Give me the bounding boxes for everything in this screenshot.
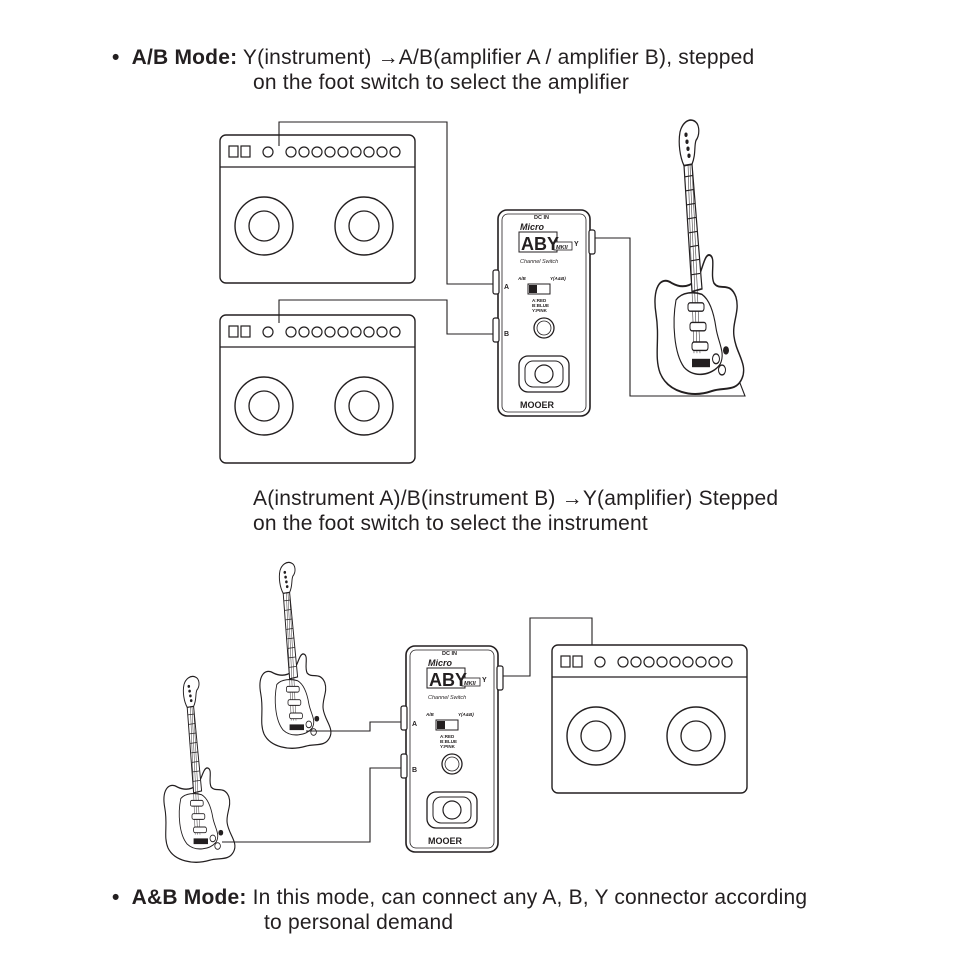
switch-right-label: Y(A&B) — [458, 712, 474, 717]
cable-amp-y — [496, 617, 593, 677]
guitar-2 — [259, 561, 332, 749]
aby-logo: ABY — [521, 234, 559, 254]
amplifier-y — [551, 644, 748, 794]
cable-a — [278, 121, 494, 285]
dc-in-label: DC IN — [442, 651, 457, 657]
brand-label: MOOER — [520, 400, 555, 410]
brand-label: MOOER — [428, 836, 463, 846]
port-a-label: A — [412, 721, 417, 728]
amplifier-a — [219, 134, 416, 284]
mk-label: MKII — [556, 245, 568, 251]
port-y-label: Y — [574, 241, 579, 248]
aby-pedal-1: DC IN Micro ABY MKII Y Channel Switch A/… — [492, 209, 596, 417]
switch-left-label: A/B — [425, 712, 435, 717]
switch-left-label: A/B — [517, 276, 527, 281]
aandb-mode-line1: • A&B Mode: In this mode, can connect an… — [112, 886, 807, 910]
port-y-label: Y — [482, 677, 487, 684]
cable-guitar-a — [306, 721, 404, 732]
subtitle-label: Channel Switch — [428, 695, 466, 701]
micro-label: Micro — [520, 222, 545, 232]
aandb-mode-text2: to personal demand — [264, 911, 454, 934]
switch-right-label: Y(A&B) — [550, 276, 566, 281]
subtitle-label: Channel Switch — [520, 259, 558, 265]
aandb-mode-title: A&B Mode: — [131, 886, 247, 909]
guitar-1 — [653, 119, 745, 395]
dc-in-label: DC IN — [534, 215, 549, 221]
led-a-label: A:RED — [440, 734, 455, 739]
ab-mode-title: A/B Mode: — [131, 46, 238, 69]
ab-mode-text1: Y(instrument) →A/B(amplifier A / amplifi… — [242, 46, 755, 69]
ab-reverse-text2: on the foot switch to select the instrum… — [253, 512, 648, 535]
guitar-3 — [163, 675, 236, 863]
cable-guitar-b — [222, 767, 404, 843]
ab-reverse-text1: A(instrument A)/B(instrument B) →Y(ampli… — [253, 487, 779, 510]
aby-logo: ABY — [429, 670, 467, 690]
bullet: • — [112, 886, 120, 909]
led-b-label: B:BLUE — [440, 739, 457, 744]
led-a-label: A:RED — [532, 298, 547, 303]
cable-b — [278, 299, 494, 335]
aby-pedal-2: DC IN Micro ABY MKII Y Channel Switch A/… — [400, 645, 504, 853]
amplifier-b — [219, 314, 416, 464]
port-a-label: A — [504, 284, 509, 291]
cable-y — [592, 237, 746, 397]
led-y-label: Y:PINK — [532, 308, 548, 313]
port-b-label: B — [412, 767, 417, 774]
led-y-label: Y:PINK — [440, 744, 456, 749]
bullet: • — [112, 46, 120, 69]
mk-label: MKII — [464, 681, 476, 687]
ab-mode-line1: • A/B Mode: Y(instrument) →A/B(amplifier… — [112, 46, 754, 70]
led-b-label: B:BLUE — [532, 303, 549, 308]
ab-mode-text2: on the foot switch to select the amplifi… — [253, 71, 630, 94]
micro-label: Micro — [428, 658, 453, 668]
port-b-label: B — [504, 331, 509, 338]
aandb-mode-text1: In this mode, can connect any A, B, Y co… — [252, 886, 808, 909]
